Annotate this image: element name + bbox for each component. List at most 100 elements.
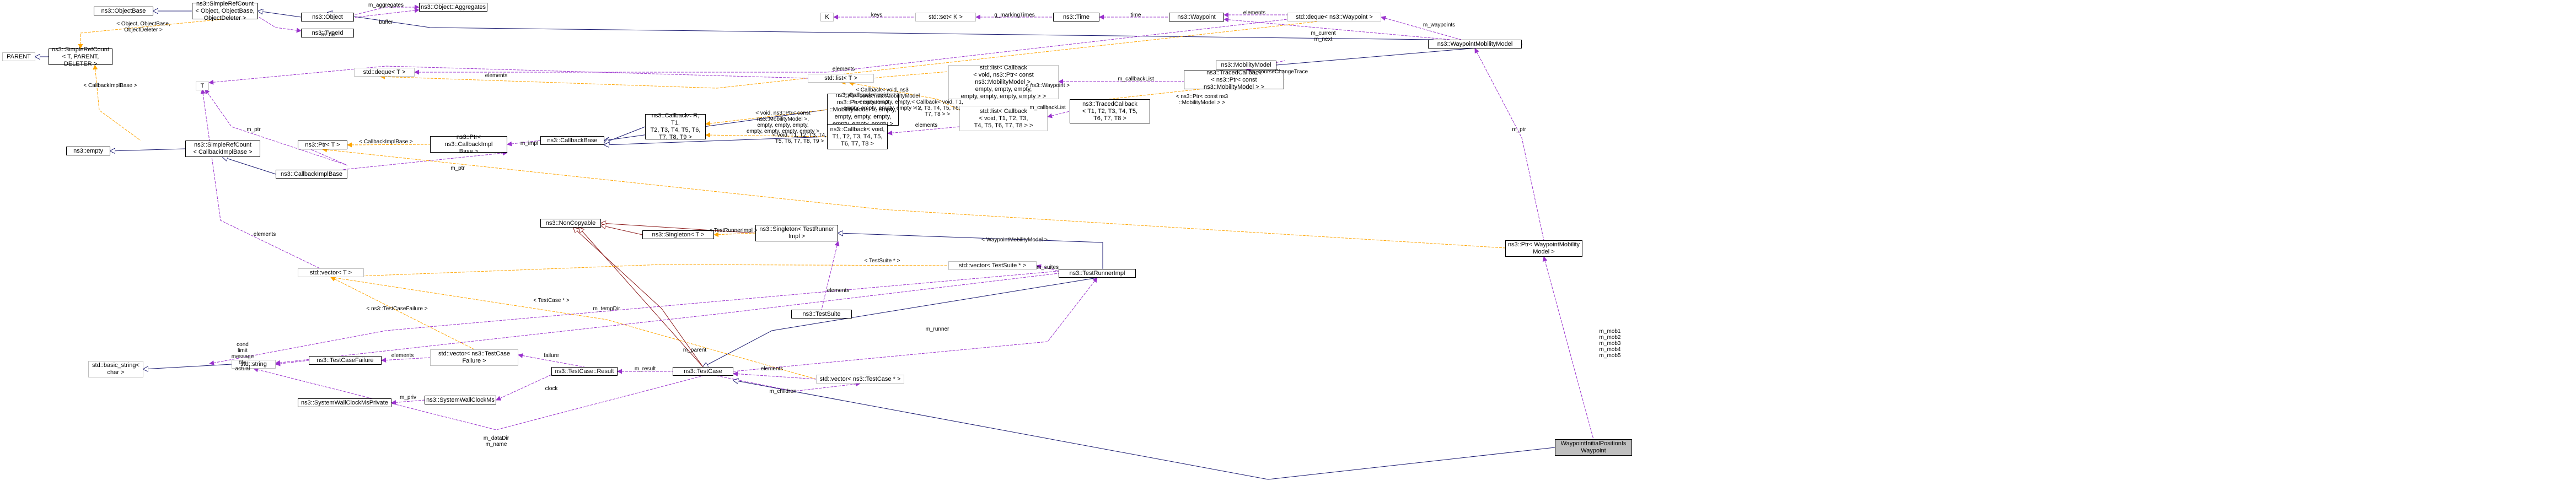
usage-edge-18 bbox=[209, 271, 1059, 365]
class-node-vec-suite[interactable]: std::vector< TestSuite * > bbox=[948, 261, 1037, 270]
class-node-runnerimpl[interactable]: ns3::TestRunnerImpl bbox=[1059, 269, 1136, 278]
edge-e38 bbox=[733, 277, 1098, 372]
edge-e26 bbox=[341, 150, 508, 170]
edge-e10 bbox=[1381, 15, 1462, 40]
edge-label-e8: elements bbox=[1243, 10, 1266, 16]
class-node-wallpriv[interactable]: ns3::SystemWallClockMsPrivate bbox=[298, 398, 391, 407]
class-node-traced[interactable]: ns3::TracedCallback < ns3::Ptr< const ns… bbox=[1184, 69, 1284, 90]
edge-label-e14: < Callback< void, ns3 ::Ptr< const ns3::… bbox=[843, 87, 921, 111]
class-node-testcase[interactable]: ns3::TestCase bbox=[673, 367, 733, 376]
edge-label-e17: m_courseChangeTrace bbox=[1250, 69, 1308, 75]
edge-label-e3: m_tid bbox=[321, 32, 335, 38]
edge-label-e43: clock bbox=[545, 386, 558, 392]
class-node-ptr-t[interactable]: ns3::Ptr< T > bbox=[298, 141, 347, 149]
edge-label-e13: elements bbox=[485, 73, 508, 79]
class-node-vec-tc[interactable]: std::vector< ns3::TestCase * > bbox=[816, 375, 904, 384]
class-node-typeid[interactable]: ns3::TypeId bbox=[301, 29, 354, 37]
edge-label-e35: m_suites bbox=[1036, 265, 1059, 271]
edge-label-e29: < WaypointMobilityModel > bbox=[981, 237, 1048, 243]
edge-label-e23: m_impl bbox=[520, 141, 539, 147]
edge-label-e30: m_ptr bbox=[1512, 127, 1526, 133]
class-node-aggregate[interactable]: ns3::Object::Aggregates bbox=[419, 3, 487, 12]
edge-e29 bbox=[322, 147, 1506, 249]
class-node-deque-wp[interactable]: std::deque< ns3::Waypoint > bbox=[1287, 13, 1381, 21]
class-node-list-cb2[interactable]: std::list< Callback < void, T1, T2, T3, … bbox=[959, 106, 1048, 131]
edge-label-e5: keys bbox=[871, 12, 883, 18]
edge-label-e48: m_priv bbox=[399, 395, 417, 401]
edge-label-e25: m_ptr bbox=[246, 127, 261, 133]
class-node-failure[interactable]: ns3::TestCaseFailure bbox=[309, 356, 382, 365]
inherit-inheritance-edge-14 bbox=[143, 364, 232, 369]
edge-label-e42: failure bbox=[544, 353, 559, 359]
class-node-cbimplbase[interactable]: ns3::CallbackImplBase bbox=[276, 170, 347, 179]
edge-label-e19: m_callbackList bbox=[1029, 105, 1066, 111]
edge-label-e44: m_result bbox=[634, 366, 656, 372]
class-node-parent[interactable]: PARENT bbox=[2, 52, 35, 61]
edge-label-e10: m_waypoints bbox=[1423, 22, 1456, 28]
class-node-ptr-cbimpl[interactable]: ns3::Ptr< ns3::CallbackImpl Base > bbox=[430, 134, 507, 155]
edge-e42 bbox=[518, 353, 585, 368]
edge-e48 bbox=[391, 400, 425, 405]
class-node-traced2[interactable]: ns3::TracedCallback < T1, T2, T3, T4, T5… bbox=[1070, 99, 1150, 123]
class-node-waypoint[interactable]: ns3::Waypoint bbox=[1169, 13, 1224, 21]
edge-e9 bbox=[1223, 17, 1451, 40]
class-node-singleton-t[interactable]: ns3::Singleton< T > bbox=[642, 230, 714, 239]
class-node-empty[interactable]: ns3::empty bbox=[66, 147, 110, 155]
class-node-time[interactable]: ns3::Time bbox=[1053, 13, 1099, 21]
edge-e30 bbox=[1474, 48, 1544, 241]
edge-label-e20: elements bbox=[915, 122, 938, 128]
edge-label-e9: m_current m_next bbox=[1311, 30, 1336, 42]
edge-e13 bbox=[208, 66, 808, 85]
class-node-k[interactable]: K bbox=[820, 13, 834, 21]
edge-e24 bbox=[347, 142, 431, 148]
edge-e49 bbox=[253, 367, 704, 430]
edge-e31 bbox=[1542, 256, 1594, 440]
class-node-string[interactable]: std::string bbox=[232, 360, 276, 369]
edge-e2 bbox=[352, 8, 420, 18]
class-node-cb-r[interactable]: ns3::Callback< R, T1, T2, T3, T4, T5, T6… bbox=[645, 112, 706, 141]
class-node-wallclock[interactable]: ns3::SystemWallClockMs bbox=[425, 396, 496, 404]
class-node-testsuite[interactable]: ns3::TestSuite bbox=[791, 310, 852, 319]
edge-label-e36: < TestCase * > bbox=[533, 298, 570, 304]
edge-e28 bbox=[200, 89, 320, 269]
class-node-vec-failure[interactable]: std::vector< ns3::TestCase Failure > bbox=[430, 349, 518, 366]
edge-e20 bbox=[887, 126, 960, 136]
edge-e33 bbox=[330, 264, 949, 280]
inherit-inheritance-edge-13 bbox=[733, 380, 1555, 480]
class-node-cb-void[interactable]: ns3::Callback< void, T1, T2, T3, T4, T5,… bbox=[827, 124, 888, 149]
class-node-vec-t[interactable]: std::vector< T > bbox=[298, 268, 364, 277]
private-inheritance-edge-15 bbox=[601, 223, 756, 234]
class-node-list-t[interactable]: std::list< T > bbox=[808, 74, 874, 83]
class-node-objectbase[interactable]: ns3::ObjectBase bbox=[94, 7, 153, 15]
class-node-srcount-obj[interactable]: ns3::SimpleRefCount < Object, ObjectBase… bbox=[192, 1, 258, 21]
edge-label-e34: elements bbox=[827, 288, 850, 294]
edge-e23 bbox=[507, 140, 541, 147]
edge-label-e31: m_mob1 m_mob2 m_mob3 m_mob4 m_mob5 bbox=[1599, 328, 1621, 359]
edge-label-e27: < CallbackImplBase > bbox=[83, 83, 137, 89]
class-node-list-cb[interactable]: std::list< Callback < void, ns3::Ptr< co… bbox=[948, 64, 1059, 100]
class-node-srcount-cb[interactable]: ns3::SimpleRefCount < CallbackImplBase > bbox=[185, 141, 260, 157]
edge-label-e2: buffer bbox=[379, 19, 393, 25]
class-node-srcount-t[interactable]: ns3::SimpleRefCount < T, PARENT, DELETER… bbox=[49, 46, 112, 67]
class-node-noncopy[interactable]: ns3::NonCopyable bbox=[540, 219, 601, 228]
class-node-set-k[interactable]: std::set< K > bbox=[915, 13, 976, 21]
class-node-singleton-tr[interactable]: ns3::Singleton< TestRunner Impl > bbox=[755, 225, 838, 241]
inherit-inheritance-edge-3 bbox=[258, 11, 302, 18]
class-node-ptr-wpmm[interactable]: ns3::Ptr< WaypointMobility Model > bbox=[1505, 240, 1582, 257]
class-node-tlist[interactable]: T bbox=[196, 82, 209, 90]
class-node-basicstr[interactable]: std::basic_string< char > bbox=[88, 361, 143, 377]
class-node-result[interactable]: ns3::TestCase::Result bbox=[551, 367, 618, 376]
class-node-wpmm[interactable]: ns3::WaypointMobilityModel bbox=[1428, 40, 1522, 48]
class-node-cbbase[interactable]: ns3::CallbackBase bbox=[540, 136, 604, 145]
edge-label-e38: m_runner bbox=[925, 326, 949, 332]
edge-label-e47: m_children bbox=[769, 388, 797, 395]
class-node-focus: WaypointInitialPositionIs Waypoint bbox=[1555, 439, 1632, 456]
edge-e41 bbox=[381, 357, 431, 363]
class-node-deque-t[interactable]: std::deque< T > bbox=[354, 68, 415, 77]
edge-label-e39: cond limit message file actual bbox=[231, 342, 254, 372]
class-node-object[interactable]: ns3::Object bbox=[301, 13, 354, 21]
edge-e12 bbox=[380, 21, 1318, 89]
edge-label-e45: m_parent bbox=[683, 347, 707, 353]
class-node-mobility[interactable]: ns3::MobilityModel bbox=[1216, 61, 1276, 69]
edge-label-e18: < ns3::Ptr< const ns3 ::MobilityModel > … bbox=[1176, 94, 1228, 106]
